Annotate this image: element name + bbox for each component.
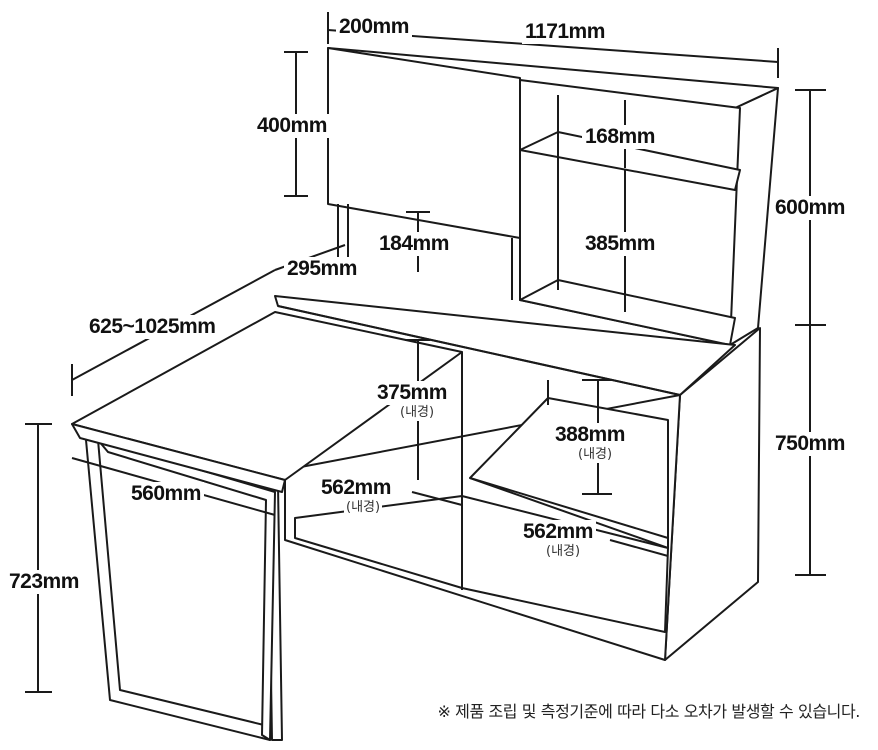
label-knee-height-inner: (내경) — [398, 405, 437, 421]
label-right-drawer-inner: (내경) — [544, 544, 583, 560]
label-side-desk-height: 723mm — [6, 570, 82, 594]
label-right-lower-inner: (내경) — [576, 447, 615, 463]
label-open-shelf-height: 385mm — [582, 232, 658, 256]
hutch-door-panel — [327, 47, 521, 239]
side-desk-leg-front — [97, 439, 276, 741]
label-cabinet-height: 400mm — [254, 114, 330, 138]
label-left-drawer-depth: 562mm — [318, 476, 394, 500]
hutch-shelf-lower — [519, 279, 736, 346]
label-left-drawer-inner: (내경) — [344, 500, 383, 516]
label-hutch-height: 600mm — [772, 196, 848, 220]
label-under-cabinet-gap: 184mm — [376, 232, 452, 256]
label-knee-height: 375mm — [374, 381, 450, 405]
hutch-shelf-upper — [519, 131, 741, 191]
dimline-left-drawer — [411, 491, 463, 506]
right-drawer-front — [461, 495, 669, 633]
label-side-desk-width: 560mm — [128, 482, 204, 506]
label-total-width: 1171mm — [522, 20, 608, 44]
label-right-drawer-depth: 562mm — [520, 520, 596, 544]
label-top-depth: 200mm — [336, 15, 412, 39]
side-desk-top-edge — [71, 423, 286, 493]
drawer-rail-right — [469, 477, 669, 539]
label-right-lower-height: 388mm — [552, 423, 628, 447]
desk-top-edge — [277, 305, 681, 396]
dimline-right-drawer — [609, 539, 669, 557]
label-extend-range: 625~1025mm — [86, 315, 219, 339]
footnote: ※ 제품 조립 및 측정기준에 따라 다소 오차가 발생할 수 있습니다. — [437, 702, 860, 721]
label-base-height: 750mm — [772, 432, 848, 456]
label-shelf-spacing: 168mm — [582, 125, 658, 149]
label-desk-depth: 295mm — [284, 257, 360, 281]
